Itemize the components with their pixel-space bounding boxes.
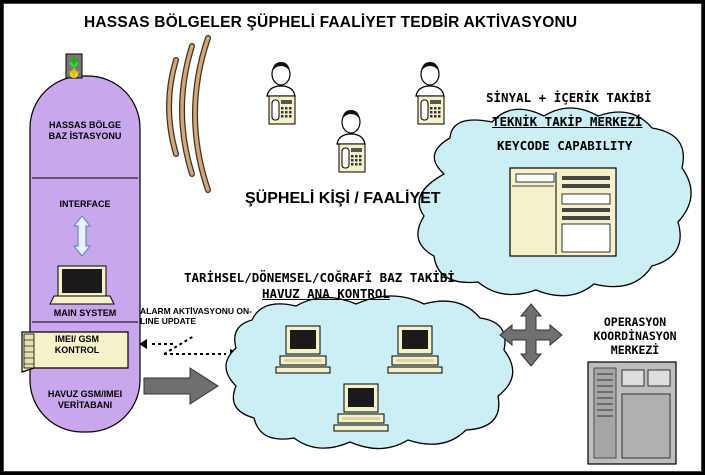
- interface-arrow: [72, 215, 92, 257]
- database-label: HAVUZ GSM/IMEI VERİTABANI: [47, 389, 123, 410]
- interface-label: INTERFACE: [59, 199, 111, 209]
- pool-line2: HAVUZ ANA KONTROL: [262, 286, 390, 301]
- four-way-arrow: [499, 303, 563, 367]
- person-icon-2: [336, 109, 366, 173]
- imei-control-label: IMEI/ GSM KONTROL: [54, 334, 100, 355]
- radio-waves: [166, 35, 211, 193]
- alarm-arrows: [139, 335, 240, 359]
- page-title: HASSAS BÖLGELER ŞÜPHELİ FAALİYET TEDBİR …: [84, 14, 578, 31]
- tech-center-line2: TEKNİK TAKİP MERKEZİ: [492, 114, 643, 129]
- station-label: HASSAS BÖLGE BAZ İSTASYONU: [48, 120, 122, 141]
- server-icon: [587, 361, 677, 465]
- laptop-icon: [49, 265, 115, 305]
- ops-center-label: OPERASYON KOORDİNASYON MERKEZİ: [593, 315, 677, 357]
- alarm-label: ALARM AKTİVASYONU ON-LINE UPDATE: [140, 306, 252, 326]
- antenna-box: [65, 53, 83, 79]
- flow-arrow: [143, 367, 219, 405]
- main-system-label: MAIN SYSTEM: [53, 308, 117, 318]
- imei-control-box: [21, 331, 129, 373]
- slide: HASSAS BÖLGELER ŞÜPHELİ FAALİYET TEDBİR …: [3, 3, 702, 472]
- person-icon-1: [266, 61, 296, 125]
- tech-center-line1: SİNYAL + İÇERİK TAKİBİ: [486, 90, 652, 105]
- tech-screen: [509, 167, 617, 257]
- person-icon-3: [415, 61, 445, 125]
- tech-center-line3: KEYCODE CAPABILITY: [497, 138, 633, 153]
- pool-line1: TARİHSEL/DÖNEMSEL/COĞRAFİ BAZ TAKİBİ: [184, 270, 455, 285]
- suspect-label: ŞÜPHELİ KİŞİ / FAALİYET: [245, 190, 441, 207]
- diagram-graphics: [21, 35, 692, 465]
